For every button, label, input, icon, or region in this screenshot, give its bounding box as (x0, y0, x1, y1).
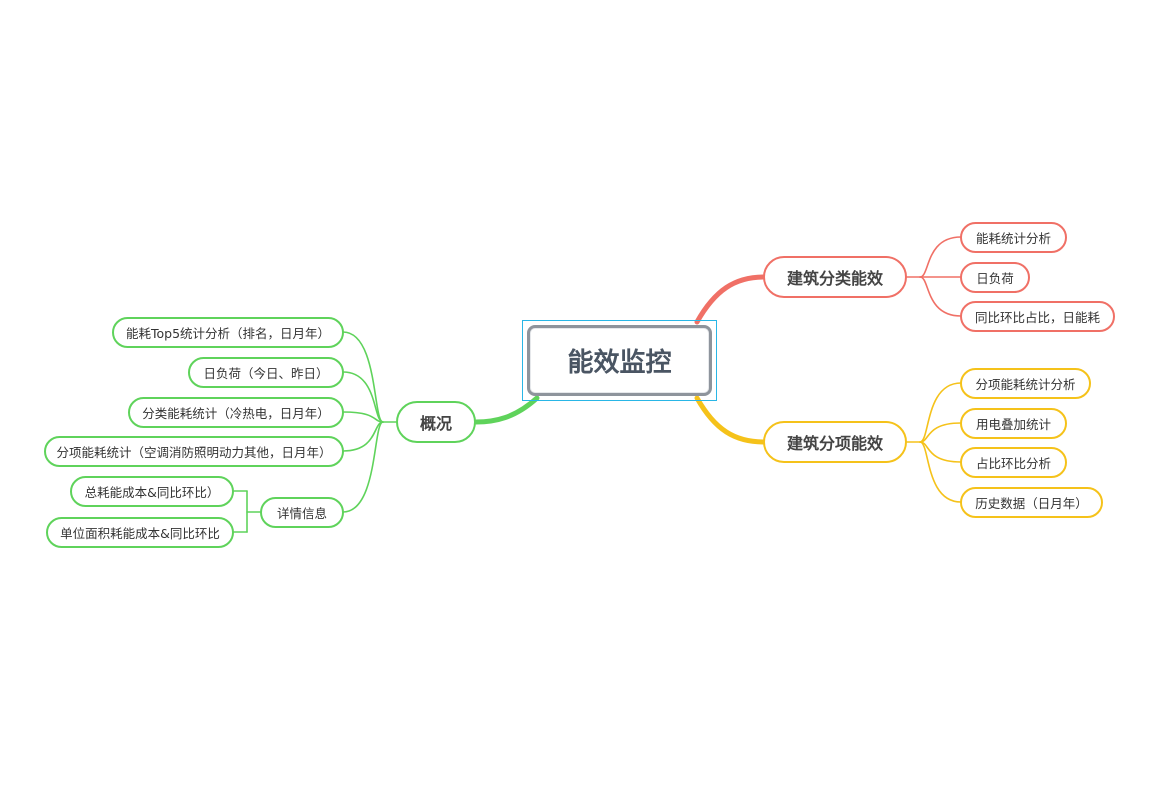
root-topic[interactable]: 能效监控 (527, 325, 712, 396)
link-category-item-2 (919, 276, 962, 317)
link-root-itemized (694, 395, 767, 445)
link-itemized-item-1 (919, 422, 962, 443)
subtopic-detail-info[interactable]: 详情信息 (260, 497, 344, 528)
subtopic-history-data[interactable]: 历史数据（日月年） (960, 487, 1103, 518)
subtopic-top5-energy-analysis[interactable]: 能耗Top5统计分析（排名，日月年） (112, 317, 344, 348)
topic-overview[interactable]: 概况 (396, 401, 476, 443)
subtopic-itemized-energy-analysis[interactable]: 分项能耗统计分析 (960, 368, 1091, 399)
subtopic-energy-stat-analysis[interactable]: 能耗统计分析 (960, 222, 1067, 253)
subtopic-itemized-energy-stat[interactable]: 分项能耗统计（空调消防照明动力其他，日月年） (44, 436, 344, 467)
subtopic-total-energy-cost[interactable]: 总耗能成本&同比环比） (70, 476, 234, 507)
topic-building-category-efficiency[interactable]: 建筑分类能效 (763, 256, 907, 298)
link-category-item-0 (919, 236, 962, 278)
link-overview-item-0 (342, 331, 384, 423)
subtopic-unit-area-energy-cost[interactable]: 单位面积耗能成本&同比环比 (46, 517, 234, 548)
link-root-category (694, 274, 767, 325)
link-itemized-item-0 (919, 382, 962, 443)
subtopic-category-energy-stat[interactable]: 分类能耗统计（冷热电，日月年） (128, 397, 344, 428)
topic-building-itemized-efficiency[interactable]: 建筑分项能效 (763, 421, 907, 463)
link-overview-item-1 (342, 371, 384, 423)
link-root-overview (473, 395, 540, 425)
root-selection-frame (522, 320, 717, 401)
subtopic-yoy-mom-ratio[interactable]: 同比环比占比，日能耗 (960, 301, 1115, 332)
subtopic-ratio-mom-analysis[interactable]: 占比环比分析 (960, 447, 1067, 478)
link-overview-item-4 (342, 421, 384, 513)
link-itemized-item-3 (919, 441, 962, 503)
subtopic-power-overlay-stat[interactable]: 用电叠加统计 (960, 408, 1067, 439)
subtopic-daily-load-today-yesterday[interactable]: 日负荷（今日、昨日） (188, 357, 344, 388)
subtopic-daily-load[interactable]: 日负荷 (960, 262, 1030, 293)
